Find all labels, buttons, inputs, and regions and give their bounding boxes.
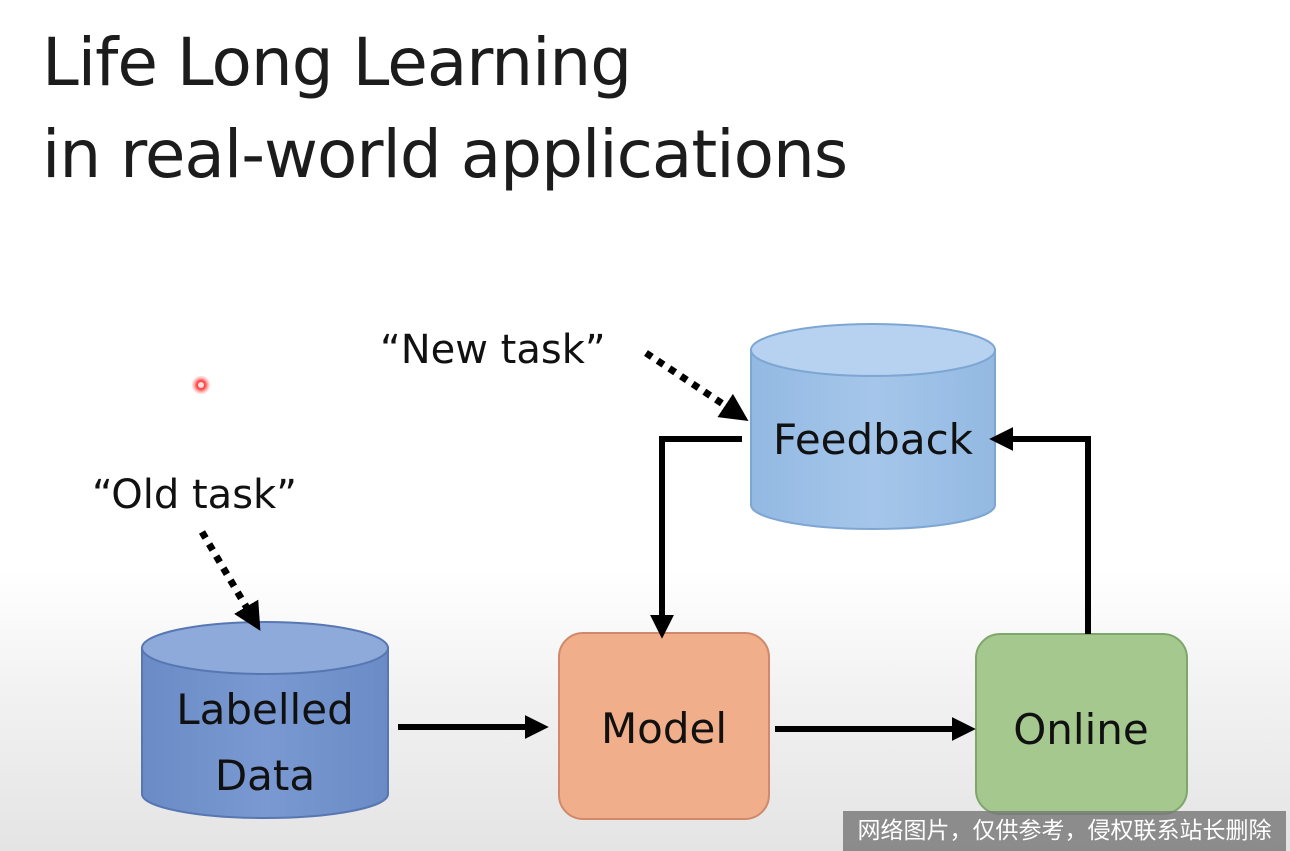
labelled-data-label-line-1: Labelled [176,685,353,734]
labelled-data-label-line-2: Data [215,751,315,800]
feedback-node: Feedback [750,323,996,530]
model-node: Model [558,632,770,820]
slide-title-line-2: in real-world applications [42,116,848,193]
feedback-label: Feedback [773,415,974,464]
new-task-annotation: “New task” [380,327,606,373]
slide-title-line-1: Life Long Learning [42,24,632,101]
laser-pointer-dot [192,376,210,394]
arrow-online-to-feedback [989,427,1091,634]
model-label: Model [601,704,727,753]
labelled-data-node: Labelled Data [141,621,389,819]
online-label: Online [1013,705,1148,754]
dotted-arrow-old-task [198,530,261,631]
dotted-arrow-new-task [644,350,749,421]
watermark-banner: 网络图片，仅供参考，侵权联系站长删除 [843,811,1286,851]
arrow-feedback-to-model [650,436,742,639]
online-node: Online [975,633,1188,815]
old-task-annotation: “Old task” [92,472,297,518]
